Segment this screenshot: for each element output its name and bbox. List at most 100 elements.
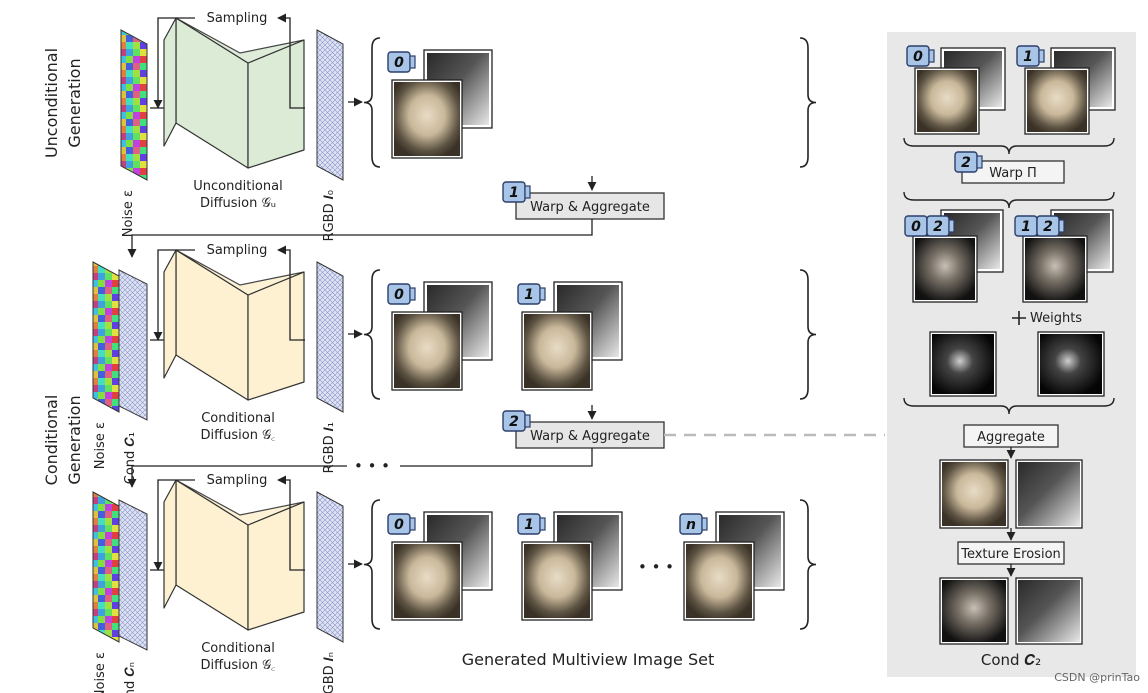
r-cond-label: Cond 𝑪₂ bbox=[981, 651, 1041, 669]
r-texture-box-label: Texture Erosion bbox=[960, 547, 1061, 562]
r-cam-mid-b-1-lens bbox=[1058, 219, 1065, 233]
warp-aggregate-2-label: Warp & Aggregate bbox=[530, 429, 650, 444]
r-aggregate-box-label: Aggregate bbox=[977, 430, 1045, 445]
noise-label-0: Noise ε bbox=[121, 190, 136, 237]
r-cam-mid-b-1-label: 2 bbox=[1043, 219, 1053, 235]
diffusion-2-leftface bbox=[163, 479, 177, 609]
r-weights-label: Weights bbox=[1030, 311, 1082, 326]
camera-2-2-lens bbox=[701, 517, 708, 531]
diffusion-label-a-2: Conditional bbox=[201, 641, 275, 656]
noise-plane-2 bbox=[92, 491, 120, 643]
r-cam-mid-b-1: 2 bbox=[1036, 215, 1065, 237]
diffusion-label-b-1: Diffusion 𝒢꜀ bbox=[201, 428, 276, 443]
caption-generated: Generated Multiview Image Set bbox=[462, 650, 714, 669]
camera-2-1: 1 bbox=[517, 513, 546, 535]
camera-1-1-lens bbox=[539, 287, 546, 301]
camera-2-0-lens bbox=[409, 517, 416, 531]
diffusion-label-b-0: Diffusion 𝒢ᵤ bbox=[200, 196, 276, 211]
camera-1-1: 1 bbox=[517, 283, 546, 305]
warp-cam-2-label: 2 bbox=[509, 414, 519, 430]
cond-label-1: Cond 𝑪₁ bbox=[123, 432, 138, 484]
camera-1-0-lens bbox=[409, 287, 416, 301]
camera-2-2: n bbox=[679, 513, 708, 535]
dog-img-2-1 bbox=[524, 544, 590, 618]
camera-1-1-label: 1 bbox=[524, 287, 534, 303]
r-cam-top-0-lens bbox=[928, 49, 935, 63]
diffusion-2-top bbox=[175, 479, 305, 526]
diffusion-2 bbox=[163, 479, 305, 631]
r-dog-top-0 bbox=[917, 70, 977, 132]
diffusion-label-b-2: Diffusion 𝒢꜀ bbox=[201, 658, 276, 673]
r-brace-2 bbox=[903, 191, 1115, 209]
r-warp-cam-lens bbox=[976, 155, 983, 169]
diffusion-label-a-1: Conditional bbox=[201, 411, 275, 426]
sample-line-a-1 bbox=[277, 245, 305, 341]
r-cam-mid-b-0: 2 bbox=[926, 215, 955, 237]
camera-2-1-label: 1 bbox=[524, 517, 534, 533]
r-plus bbox=[1012, 311, 1026, 325]
r-brace-3 bbox=[903, 397, 1115, 415]
r-agg-rgb bbox=[942, 462, 1006, 526]
sample-line-a-2 bbox=[277, 475, 305, 571]
camera-2-0-label: 0 bbox=[394, 517, 404, 533]
dog-img-1-1 bbox=[524, 314, 590, 388]
sampling-label-1: Sampling bbox=[207, 243, 268, 258]
diffusion-0-leftface bbox=[163, 17, 177, 147]
r-weight-1 bbox=[1040, 334, 1102, 394]
sample-line-a-0 bbox=[277, 13, 305, 109]
watermark: CSDN @prinTao bbox=[1054, 671, 1140, 684]
rgbd-label-0: RGBD 𝑰₀ bbox=[322, 190, 337, 241]
warp-cam-1-lens bbox=[524, 185, 531, 199]
brace-right-0 bbox=[799, 37, 817, 168]
warp-cam-2: 2 bbox=[502, 410, 531, 432]
cond-plane-1 bbox=[118, 269, 148, 421]
warp2-out-b bbox=[127, 465, 347, 488]
brace-left-0 bbox=[363, 37, 381, 168]
r-cam-mid-b-0-label: 2 bbox=[933, 219, 943, 235]
diffusion-1-top bbox=[175, 249, 305, 296]
r-warp-cam-label: 2 bbox=[961, 155, 971, 171]
cond-plane-2 bbox=[118, 499, 148, 651]
dog-img-2-0 bbox=[394, 544, 460, 618]
r-final-depth bbox=[1018, 580, 1080, 642]
rgbd-plane-2 bbox=[316, 491, 344, 643]
sampling-label-0: Sampling bbox=[207, 11, 268, 26]
r-weight-0 bbox=[932, 334, 994, 394]
r-agg-depth bbox=[1018, 462, 1080, 526]
r-warp-box-label: Warp Π bbox=[989, 166, 1037, 181]
noise-label-1: Noise ε bbox=[93, 422, 108, 469]
title-unconditional-1: Unconditional bbox=[42, 48, 61, 158]
sample-line-b-0 bbox=[153, 17, 195, 109]
diffusion-1 bbox=[163, 249, 305, 401]
ellipsis-mid: • • • bbox=[354, 457, 390, 475]
r-cam-mid-b-0-lens bbox=[948, 219, 955, 233]
brace-right-2 bbox=[799, 499, 817, 630]
noise-plane-0 bbox=[120, 29, 148, 181]
sample-line-b-2 bbox=[153, 479, 195, 571]
r-cam-top-1-lens bbox=[1038, 49, 1045, 63]
dog-img-2-2 bbox=[686, 544, 752, 618]
rgbd-label-2: RGBD 𝑰ₙ bbox=[322, 652, 337, 693]
sampling-label-2: Sampling bbox=[207, 473, 268, 488]
dog-img-1-0 bbox=[394, 314, 460, 388]
warp-cam-1-label: 1 bbox=[509, 185, 519, 201]
rgbd-plane-1 bbox=[316, 261, 344, 413]
r-final-rgb bbox=[942, 580, 1006, 642]
r-dog-top-1 bbox=[1027, 70, 1087, 132]
r-cam-mid-a-1-label: 1 bbox=[1021, 219, 1031, 235]
rgbd-plane-0 bbox=[316, 29, 344, 181]
camera-0-0-lens bbox=[409, 55, 416, 69]
r-dog-mid-0 bbox=[915, 238, 975, 300]
warp1-out bbox=[127, 219, 593, 258]
rgbd-label-1: RGBD 𝑰₁ bbox=[322, 422, 337, 473]
diffusion-0 bbox=[163, 17, 305, 169]
diffusion-1-leftface bbox=[163, 249, 177, 379]
cond-label-2: Cond 𝑪ₙ bbox=[123, 662, 138, 693]
noise-plane-1 bbox=[92, 261, 120, 413]
title-unconditional-2: Generation bbox=[65, 58, 84, 147]
r-cam-top-1: 1 bbox=[1016, 45, 1045, 67]
brace-left-2 bbox=[363, 499, 381, 630]
warp-cam-1: 1 bbox=[502, 181, 531, 203]
